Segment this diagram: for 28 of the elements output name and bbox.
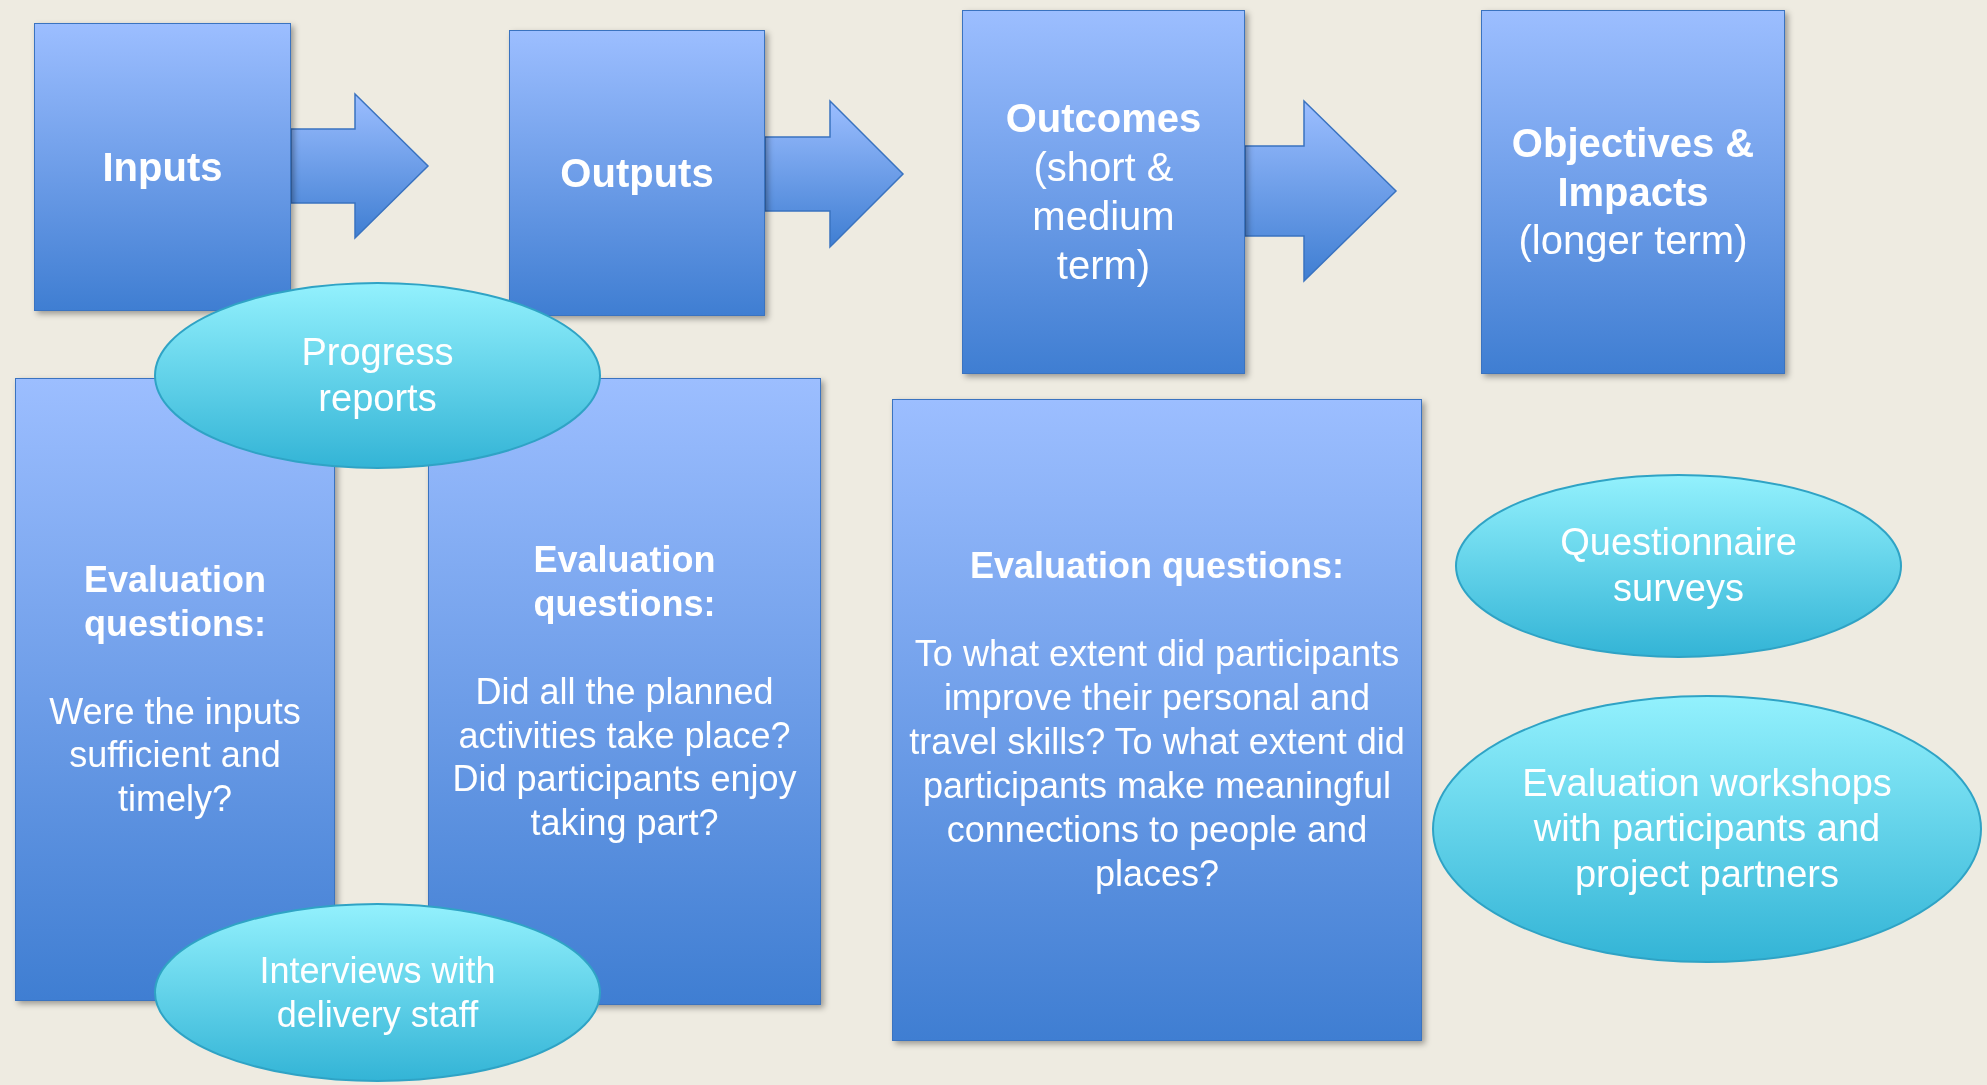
box-heading: Evaluation questions: [969,544,1344,589]
box-heading: Inputs [102,143,223,191]
process-box [962,10,1245,374]
process-box [1481,10,1785,374]
process-box [34,23,291,311]
box-heading: Outcomes [1005,95,1202,143]
process-box [509,30,765,316]
box-heading: Evaluation questions: [82,557,267,646]
method-ellipse [1429,692,1985,966]
box-text: (longer term) [1518,217,1748,265]
ellipse-text: Progress reports [300,329,455,421]
box-text: Did all the planned activities take place? Did participants enjoy taking part? [451,669,798,846]
block-arrow [290,92,430,240]
box-text: To what extent did participants improve their personal and travel skills? To what extent did participants make meaningful connections to people and places? [909,632,1405,896]
box-text: Were the inputs sufficient and timely? [48,689,302,822]
box-heading: Outputs [560,149,714,197]
box-heading: Evaluation questions: [532,537,717,626]
box-heading: Objectives & Impacts [1510,119,1756,216]
method-ellipse [151,900,604,1085]
method-ellipse [1452,471,1905,661]
box-text: (short & medium term) [1031,144,1176,289]
method-ellipse [151,279,604,472]
block-arrow [1244,99,1398,283]
ellipse-text: Questionnaire surveys [1559,520,1798,611]
ellipse-text: Evaluation workshops with participants and project partners [1521,760,1893,897]
block-arrow [764,99,905,249]
ellipse-text: Interviews with delivery staff [258,949,497,1036]
process-box [892,399,1422,1041]
